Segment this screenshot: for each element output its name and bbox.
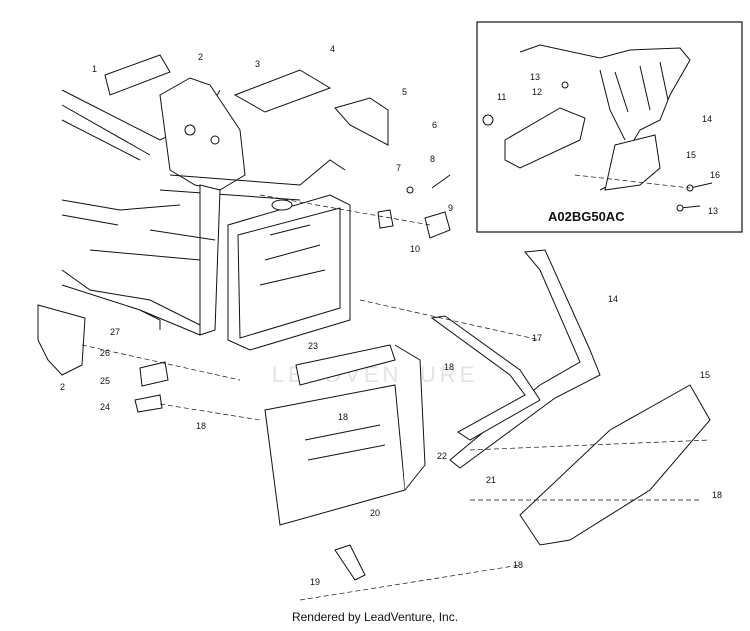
callout-21: 21 — [486, 475, 496, 485]
part-10 — [377, 209, 394, 229]
callout-2b: 2 — [60, 382, 65, 392]
inset-title: A02BG50AC — [548, 209, 625, 224]
part-9 — [424, 211, 451, 239]
part-25 — [139, 361, 169, 387]
callout-3: 3 — [255, 59, 260, 69]
callout-5: 5 — [402, 87, 407, 97]
part-24 — [134, 394, 163, 413]
part-19 — [334, 544, 366, 581]
callout-18d: 18 — [712, 490, 722, 500]
inset-callout-14: 14 — [702, 114, 712, 124]
callout-26: 26 — [100, 348, 110, 358]
inset-callout-16: 16 — [710, 170, 720, 180]
callout-14: 14 — [608, 294, 618, 304]
part-3 — [233, 69, 332, 113]
callout-22: 22 — [437, 451, 447, 461]
skid-plate — [264, 344, 426, 526]
callout-19: 19 — [310, 577, 320, 587]
callout-18c: 18 — [196, 421, 206, 431]
callout-9: 9 — [448, 203, 453, 213]
inset-callout-13: 13 — [530, 72, 540, 82]
inset-callout-13b: 13 — [708, 206, 718, 216]
callout-10: 10 — [410, 244, 420, 254]
callout-1: 1 — [92, 64, 97, 74]
plate-15 — [519, 384, 711, 546]
callout-17: 17 — [532, 333, 542, 343]
radiator — [227, 194, 351, 351]
part-8 — [431, 174, 451, 189]
inset-callout-15: 15 — [686, 150, 696, 160]
callout-18a: 18 — [444, 362, 454, 372]
callout-8: 8 — [430, 154, 435, 164]
part-5 — [334, 97, 389, 146]
callout-18b: 18 — [338, 412, 348, 422]
callout-15: 15 — [700, 370, 710, 380]
credit-text: Rendered by LeadVenture, Inc. — [291, 610, 459, 624]
callout-7: 7 — [396, 163, 401, 173]
inset-box — [476, 21, 743, 233]
frame — [61, 77, 346, 336]
callout-27: 27 — [110, 327, 120, 337]
callout-24: 24 — [100, 402, 110, 412]
callout-18e: 18 — [513, 560, 523, 570]
part-27 — [37, 304, 86, 376]
callout-20: 20 — [370, 508, 380, 518]
callout-6: 6 — [432, 120, 437, 130]
inset-callout-11: 11 — [497, 92, 506, 102]
bumper-14 — [430, 249, 601, 469]
callout-23: 23 — [308, 341, 318, 351]
inset-callout-12: 12 — [532, 87, 542, 97]
part-1 — [104, 54, 171, 96]
callout-4: 4 — [330, 44, 335, 54]
callout-2: 2 — [198, 52, 203, 62]
callout-25: 25 — [100, 376, 110, 386]
